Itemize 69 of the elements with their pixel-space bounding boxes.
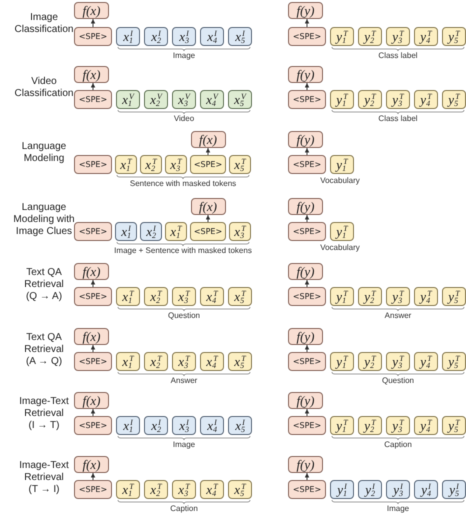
arrow: [90, 18, 96, 28]
task-title: Image Classification: [14, 12, 74, 36]
token-box: <SPE>: [288, 480, 326, 499]
token-box: f(x): [74, 456, 109, 473]
token-box: <SPE>: [190, 155, 226, 174]
group-caption: Image: [172, 441, 196, 449]
token-box: <SPE>: [74, 27, 112, 46]
token-box: <SPE>: [74, 416, 112, 435]
arrow: [90, 344, 96, 352]
token-box: f(x): [190, 131, 226, 148]
arrow: [304, 280, 310, 288]
token-box: f(y): [288, 131, 323, 148]
token-box: <SPE>: [288, 416, 326, 435]
group-caption: Image + Sentence with masked tokens: [114, 247, 252, 255]
arrow: [304, 18, 310, 28]
arrow: [304, 148, 310, 156]
arrow: [90, 82, 96, 90]
arrow: [206, 214, 210, 222]
token-box: <SPE>: [288, 27, 326, 46]
token-box: f(x): [74, 328, 109, 345]
token-box: <SPE>: [288, 287, 326, 306]
token-box: f(y): [288, 392, 323, 409]
token-box: <SPE>: [288, 352, 326, 371]
token-box: f(x): [190, 198, 226, 215]
arrow: [90, 408, 96, 416]
group-caption: Class label: [378, 52, 418, 60]
group-caption: Video: [174, 115, 194, 123]
arrow: [304, 408, 310, 416]
token-box: f(y): [288, 263, 323, 280]
token-box: <SPE>: [288, 222, 326, 241]
arrow: [304, 472, 310, 480]
token-box: <SPE>: [74, 222, 112, 241]
arrow: [90, 472, 96, 480]
token-box: <SPE>: [74, 287, 112, 306]
token-box: f(y): [288, 328, 323, 345]
group-caption: Answer: [384, 312, 412, 320]
task-title: Language Modeling: [20, 140, 68, 164]
token-box: <SPE>: [288, 90, 326, 109]
group-caption: Question: [168, 312, 200, 320]
group-caption: Question: [382, 377, 414, 385]
token-box: f(y): [288, 456, 323, 473]
token-box: f(x): [74, 2, 109, 19]
group-caption: Vocabulary: [320, 177, 360, 185]
group-caption: Sentence with masked tokens: [130, 180, 236, 188]
group-caption: Answer: [170, 377, 198, 385]
token-box: f(x): [74, 66, 109, 83]
arrow: [206, 148, 210, 156]
token-box: <SPE>: [190, 222, 226, 241]
group-caption: Vocabulary: [320, 244, 360, 252]
group-caption: Caption: [170, 505, 198, 513]
token-box: f(y): [288, 2, 323, 19]
token-box: <SPE>: [288, 155, 326, 174]
token-box: f(x): [74, 392, 109, 409]
token-box: <SPE>: [74, 352, 112, 371]
arrow: [304, 82, 310, 90]
token-box: <SPE>: [74, 155, 112, 174]
group-caption: Image: [386, 505, 410, 513]
group-caption: Caption: [384, 441, 412, 449]
arrow: [304, 344, 310, 352]
group-caption: Class label: [378, 115, 418, 123]
group-caption: Image: [172, 52, 196, 60]
task-title: Video Classification: [14, 76, 74, 100]
arrow: [90, 280, 96, 288]
token-box: f(y): [288, 198, 323, 215]
token-box: f(y): [288, 66, 323, 83]
token-box: <SPE>: [74, 90, 112, 109]
token-box: f(x): [74, 263, 109, 280]
arrow: [304, 214, 310, 222]
token-box: <SPE>: [74, 480, 112, 499]
